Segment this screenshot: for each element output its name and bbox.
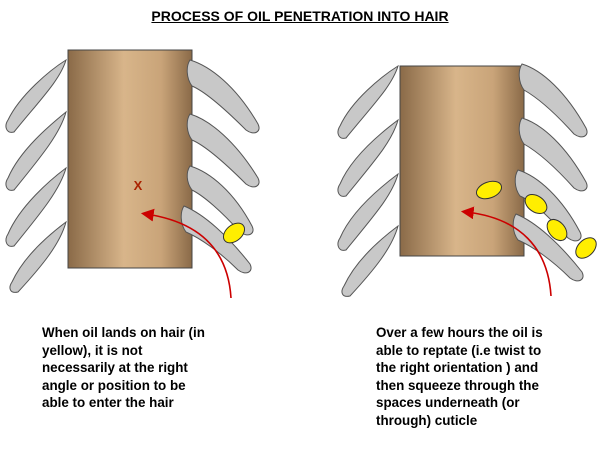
oil-droplet [546, 218, 568, 242]
oil-droplet [575, 237, 597, 259]
cuticle-scale [5, 58, 67, 133]
oil-droplets [475, 180, 597, 259]
cuticle-scales-left [337, 64, 399, 297]
cuticle-scale [9, 220, 67, 293]
cuticle-scale [512, 213, 584, 282]
penetration-arrow [140, 208, 232, 299]
cuticle-scales-left [5, 58, 67, 293]
cuticle-scale [337, 172, 399, 251]
right-panel [337, 63, 597, 297]
cuticle-scale [186, 113, 260, 188]
blocked-marker: X [134, 178, 143, 193]
oil-droplet [524, 193, 548, 215]
hair-shaft [399, 65, 525, 257]
diagram-title: PROCESS OF OIL PENETRATION INTO HAIR [151, 8, 449, 24]
left-caption: When oil lands on hair (in yellow), it i… [42, 325, 205, 411]
cuticle-scale [5, 110, 67, 191]
cuticle-scale [337, 118, 399, 197]
left-panel: X [5, 49, 260, 299]
right-caption: Over a few hours the oil is able to rept… [376, 325, 543, 428]
cuticle-scale [518, 63, 588, 138]
cuticle-scales-right [180, 59, 260, 274]
hair-shaft [67, 49, 193, 269]
penetration-arrow [460, 206, 552, 297]
cuticle-scale [5, 166, 67, 247]
cuticle-scales-right [512, 63, 588, 282]
cuticle-scale [341, 224, 399, 297]
cuticle-scale [186, 59, 260, 134]
cuticle-scale [337, 64, 399, 139]
oil-droplet [222, 222, 246, 244]
cuticle-scale [518, 117, 588, 192]
oil-droplet [475, 180, 503, 200]
cuticle-scale [514, 169, 582, 242]
